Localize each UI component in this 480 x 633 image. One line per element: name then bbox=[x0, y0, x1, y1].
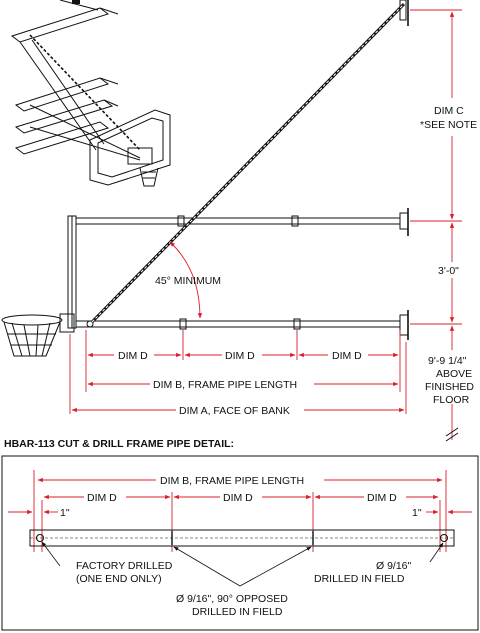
one-inch-label-left: 1" bbox=[60, 507, 70, 519]
upper-frame-pipe bbox=[76, 215, 400, 227]
factory-drilled-label: FACTORY DRILLED bbox=[76, 560, 173, 572]
detail-dim-d-label-1: DIM D bbox=[87, 492, 117, 504]
dim-d-label-1: DIM D bbox=[118, 350, 148, 362]
diagonal-brace-cable bbox=[90, 2, 406, 324]
wall-mount-brackets bbox=[399, 0, 409, 340]
opposed-holes-label: Ø 9/16", 90° OPPOSED bbox=[176, 593, 288, 605]
backboard-post bbox=[59, 215, 77, 333]
detail-dim-d-label-3: DIM D bbox=[367, 492, 397, 504]
dim-b-label: DIM B, FRAME PIPE LENGTH bbox=[153, 379, 297, 391]
vertical-dimensions: DIM C *SEE NOTE 3'-0" 9'-9 1/4" ABOVE FI… bbox=[410, 9, 477, 442]
isometric-inset-illustration bbox=[10, 0, 171, 187]
see-note-label: *SEE NOTE bbox=[420, 119, 477, 131]
detail-title: HBAR-113 CUT & DRILL FRAME PIPE DETAIL: bbox=[4, 438, 234, 450]
dim-d-label-2: DIM D bbox=[225, 350, 255, 362]
height-label-2: ABOVE bbox=[436, 368, 472, 380]
detail-dim-b-label: DIM B, FRAME PIPE LENGTH bbox=[160, 475, 304, 487]
factory-hole bbox=[36, 534, 44, 542]
detail-dim-d-label-2: DIM D bbox=[223, 492, 253, 504]
dim-d-label-3: DIM D bbox=[332, 350, 362, 362]
one-inch-label-right: 1" bbox=[412, 507, 422, 519]
drilled-in-field-label: DRILLED IN FIELD bbox=[314, 573, 405, 585]
angle-indicator: 45° MINIMUM bbox=[155, 241, 221, 319]
height-label-4: FLOOR bbox=[433, 394, 470, 406]
height-label-1: 9'-9 1/4" bbox=[428, 355, 467, 367]
opposed-drilled-label: DRILLED IN FIELD bbox=[192, 606, 283, 618]
angle-label: 45° MINIMUM bbox=[155, 275, 221, 287]
detail-panel: DIM B, FRAME PIPE LENGTH DIM D DIM D DIM… bbox=[1, 455, 479, 631]
three-foot-label: 3'-0" bbox=[438, 265, 459, 277]
horizontal-dimensions: DIM D DIM D DIM D DIM B, FRAME PIPE LENG… bbox=[69, 330, 407, 417]
one-end-only-label: (ONE END ONLY) bbox=[76, 573, 162, 585]
basketball-rim-net bbox=[1, 314, 63, 357]
hole-size-label: Ø 9/16" bbox=[376, 560, 412, 572]
dim-a-label: DIM A, FACE OF BANK bbox=[179, 405, 290, 417]
height-label-3: FINISHED bbox=[425, 381, 474, 393]
dim-c-label: DIM C bbox=[434, 105, 464, 117]
field-hole bbox=[440, 534, 448, 542]
lower-frame-pipe bbox=[76, 318, 400, 330]
